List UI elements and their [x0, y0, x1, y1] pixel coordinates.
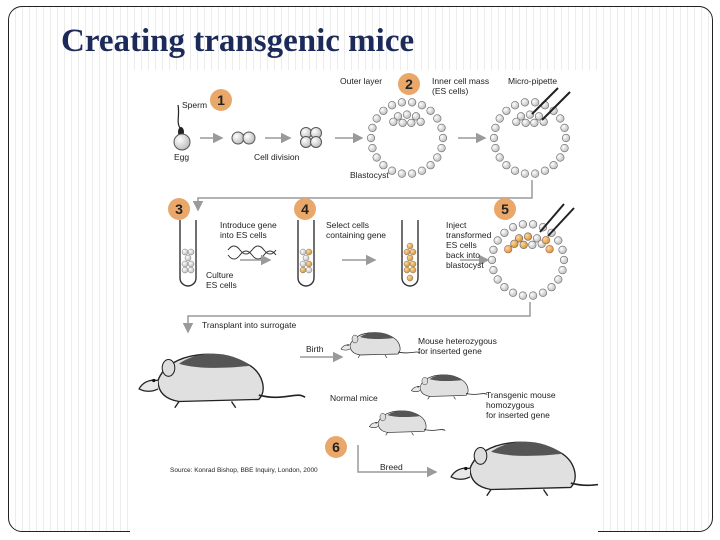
- label-blastocyst: Blastocyst: [350, 170, 389, 180]
- mouse-icon: [410, 374, 488, 400]
- label-introduce-gene: Introduce gene into ES cells: [220, 220, 277, 240]
- label-sperm: Sperm: [182, 100, 208, 110]
- arrow-icon: [182, 302, 531, 334]
- diagram-panel: 1 2 3 4 5 6 Sperm Egg Cell division Oute…: [130, 70, 598, 532]
- label-heterozygous: Mouse heterozygous for inserted gene: [418, 336, 497, 356]
- arrow-icon: [192, 180, 533, 212]
- pipette-icon: [531, 87, 571, 121]
- four-cell-icon: [300, 127, 322, 148]
- blastocyst-icon: [487, 220, 569, 300]
- label-egg: Egg: [174, 152, 190, 162]
- mouse-icon: [368, 410, 446, 436]
- test-tube-icon: [297, 220, 315, 287]
- step-badge-6: 6: [325, 436, 347, 458]
- test-tube-icon: [179, 220, 197, 287]
- label-inner-cell-mass: Inner cell mass (ES cells): [432, 76, 490, 96]
- mouse-icon: [138, 353, 306, 409]
- step-badge-3: 3: [168, 198, 190, 220]
- blastocyst-icon: [366, 98, 448, 178]
- label-inject: Inject transformed ES cells back into bl…: [446, 220, 492, 270]
- label-outer-layer: Outer layer: [340, 76, 383, 86]
- mouse-icon: [340, 332, 421, 359]
- mouse-icon: [450, 441, 598, 497]
- label-transplant: Transplant into surrogate: [202, 320, 297, 330]
- label-cell-division: Cell division: [254, 152, 300, 162]
- pipette-icon: [539, 203, 575, 237]
- step-badge-5: 5: [494, 198, 516, 220]
- label-normal-mice: Normal mice: [330, 393, 378, 403]
- label-select-cells: Select cells containing gene: [326, 220, 387, 240]
- arrow-icon: [357, 445, 438, 478]
- label-culture: Culture ES cells: [206, 270, 237, 290]
- slide-title: Creating transgenic mice: [61, 23, 415, 59]
- label-birth: Birth: [306, 344, 324, 354]
- blastocyst-icon: [489, 98, 571, 178]
- step-badge-2: 2: [398, 73, 420, 95]
- label-breed: Breed: [380, 462, 403, 472]
- test-tube-icon: [401, 220, 419, 287]
- step-badge-4: 4: [294, 198, 316, 220]
- diagram-graphics: [138, 87, 598, 497]
- label-micro-pipette: Micro-pipette: [508, 76, 558, 86]
- two-cell-icon: [231, 131, 256, 145]
- source-credit: Source: Konrad Bishop, BBE Inquiry, Lond…: [170, 467, 318, 474]
- step-badge-1: 1: [210, 89, 232, 111]
- dna-icon: [227, 245, 277, 255]
- egg-icon: [173, 133, 191, 151]
- label-homozygous: Transgenic mouse homozygous for inserted…: [486, 390, 556, 420]
